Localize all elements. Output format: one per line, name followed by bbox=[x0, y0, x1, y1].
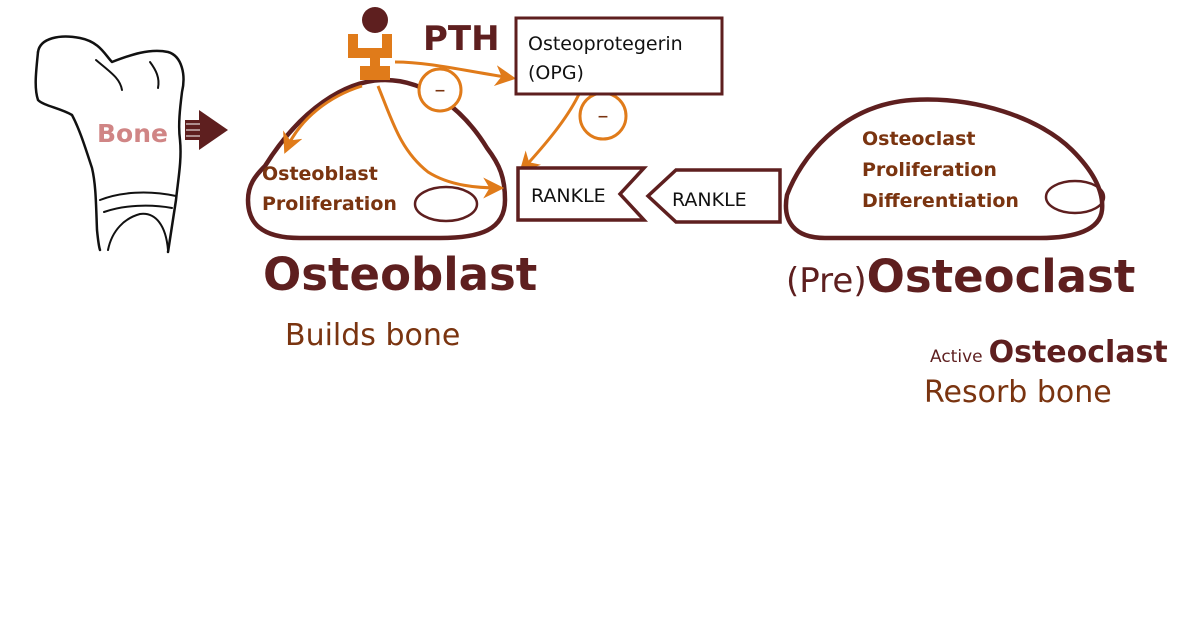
osteoblast-nucleus bbox=[413, 185, 479, 223]
arrow-opg-to-rankl bbox=[519, 91, 582, 174]
pth-label: PTH bbox=[423, 19, 500, 59]
arrow-pth-to-rankl bbox=[376, 85, 505, 199]
bone-to-osteoblast-arrow bbox=[185, 110, 228, 150]
opg-label-line2: (OPG) bbox=[528, 62, 584, 84]
osteoblast-cell-text-line2: Proliferation bbox=[262, 193, 397, 215]
bone-sketch bbox=[34, 35, 185, 254]
osteoclast-nucleus bbox=[1044, 179, 1106, 215]
inhibit-symbol-2: – bbox=[598, 104, 609, 129]
osteoblast-cell bbox=[245, 77, 508, 241]
osteoblast-cell-text-line1: Osteoblast bbox=[262, 163, 378, 185]
rankl-receptor-box bbox=[516, 166, 648, 222]
signal-arrows bbox=[283, 60, 582, 199]
inhibit-symbol-1: – bbox=[435, 78, 446, 103]
opg-box bbox=[514, 16, 724, 96]
osteoclast-cell-text-line1: Osteoclast bbox=[862, 128, 975, 150]
arrow-pth-to-opg bbox=[394, 60, 517, 87]
osteoblast-caption: Builds bone bbox=[285, 318, 460, 353]
osteoclast-title: Osteoclast bbox=[867, 250, 1136, 303]
osteoclast-cell-text-line2: Proliferation bbox=[862, 159, 997, 181]
active-osteoclast-title: Osteoclast bbox=[989, 335, 1168, 370]
opg-label-line1: Osteoprotegerin bbox=[528, 33, 683, 55]
osteoclast-cell bbox=[783, 97, 1105, 241]
inhibit-circle-pth-opg bbox=[417, 67, 463, 113]
osteoclast-title-prefix: (Pre) bbox=[786, 261, 867, 301]
bone-label: Bone bbox=[97, 119, 168, 148]
active-osteoclast-caption: Resorb bone bbox=[924, 375, 1112, 410]
osteoclast-title-group: (Pre)Osteoclast bbox=[786, 250, 1135, 303]
rankl-ligand-label: RANKLE bbox=[672, 189, 747, 211]
osteoclast-cell-text-line3: Differentiation bbox=[862, 190, 1019, 212]
active-osteoclast-title-group: Active Osteoclast bbox=[930, 335, 1168, 370]
osteoblast-title: Osteoblast bbox=[263, 248, 537, 301]
rankl-receptor-label: RANKLE bbox=[531, 185, 606, 207]
pth-receptor-icon bbox=[348, 7, 392, 80]
active-osteoclast-prefix: Active bbox=[930, 347, 983, 367]
arrow-pth-to-proliferation bbox=[283, 84, 363, 154]
rankl-ligand-box bbox=[645, 168, 782, 224]
